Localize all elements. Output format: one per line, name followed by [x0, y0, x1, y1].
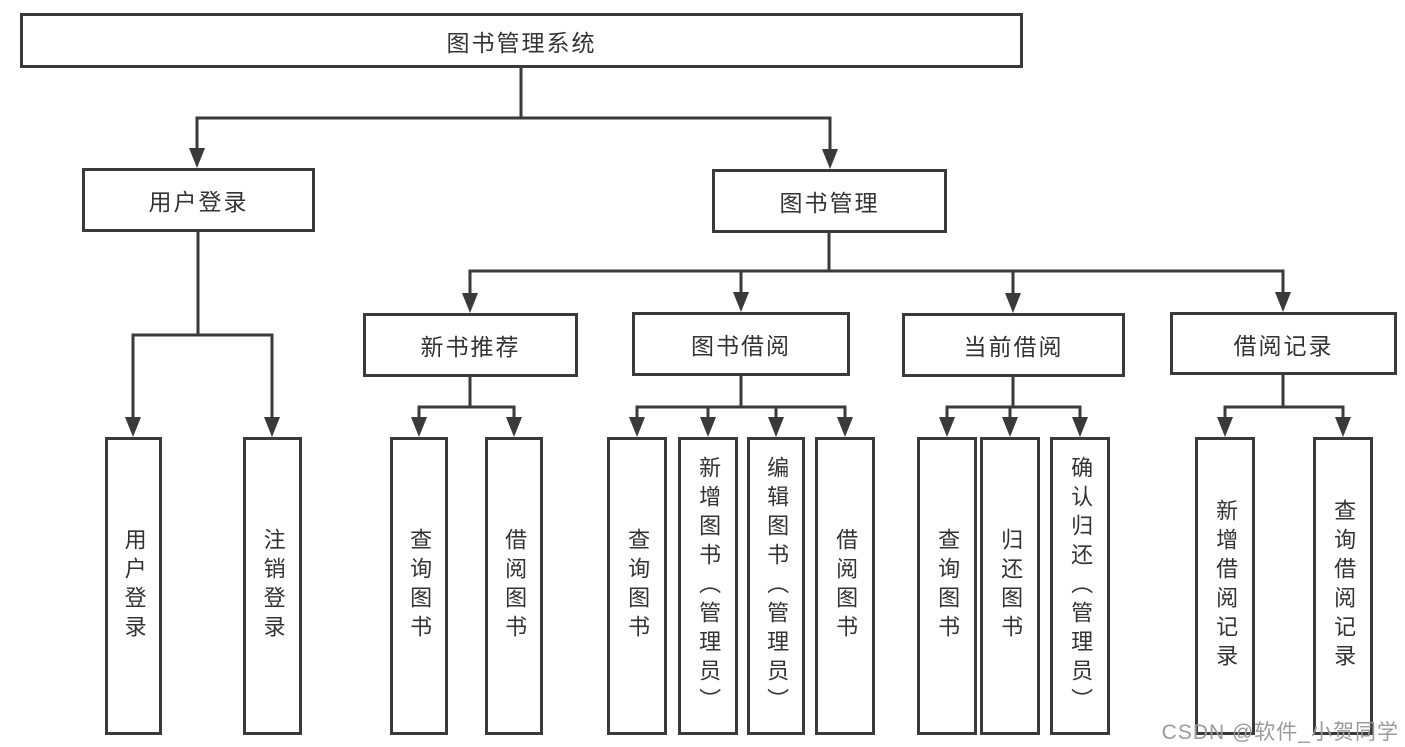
leaf-current-confirm-return-admin: 确认归还（管理员） — [1050, 437, 1110, 735]
leaf-recommend-query-books: 查询图书 — [390, 437, 448, 735]
node-book-borrowing: 图书借阅 — [632, 312, 850, 376]
node-borrowing-records: 借阅记录 — [1170, 312, 1397, 375]
node-book-management: 图书管理 — [712, 169, 947, 233]
leaf-borrowing-borrow-books: 借阅图书 — [815, 437, 875, 735]
node-library-system: 图书管理系统 — [20, 13, 1023, 68]
node-current-borrowing: 当前借阅 — [902, 313, 1125, 377]
leaf-user-login: 用户登录 — [105, 437, 162, 735]
leaf-borrowing-query-books: 查询图书 — [607, 437, 667, 735]
leaf-borrowing-edit-books-admin: 编辑图书（管理员） — [747, 437, 805, 735]
leaf-records-add-borrow-record: 新增借阅记录 — [1195, 437, 1255, 735]
leaf-current-query-books: 查询图书 — [917, 437, 977, 735]
csdn-watermark: CSDN @软件_小贺同学 — [1161, 721, 1399, 744]
node-new-book-recommendation: 新书推荐 — [363, 313, 578, 377]
leaf-current-return-books: 归还图书 — [980, 437, 1040, 735]
leaf-recommend-borrow-books: 借阅图书 — [485, 437, 543, 735]
node-user-login: 用户登录 — [82, 168, 315, 232]
leaf-records-query-borrow-record: 查询借阅记录 — [1313, 437, 1373, 735]
leaf-borrowing-add-books-admin: 新增图书（管理员） — [678, 437, 738, 735]
leaf-logout: 注销登录 — [243, 437, 302, 735]
